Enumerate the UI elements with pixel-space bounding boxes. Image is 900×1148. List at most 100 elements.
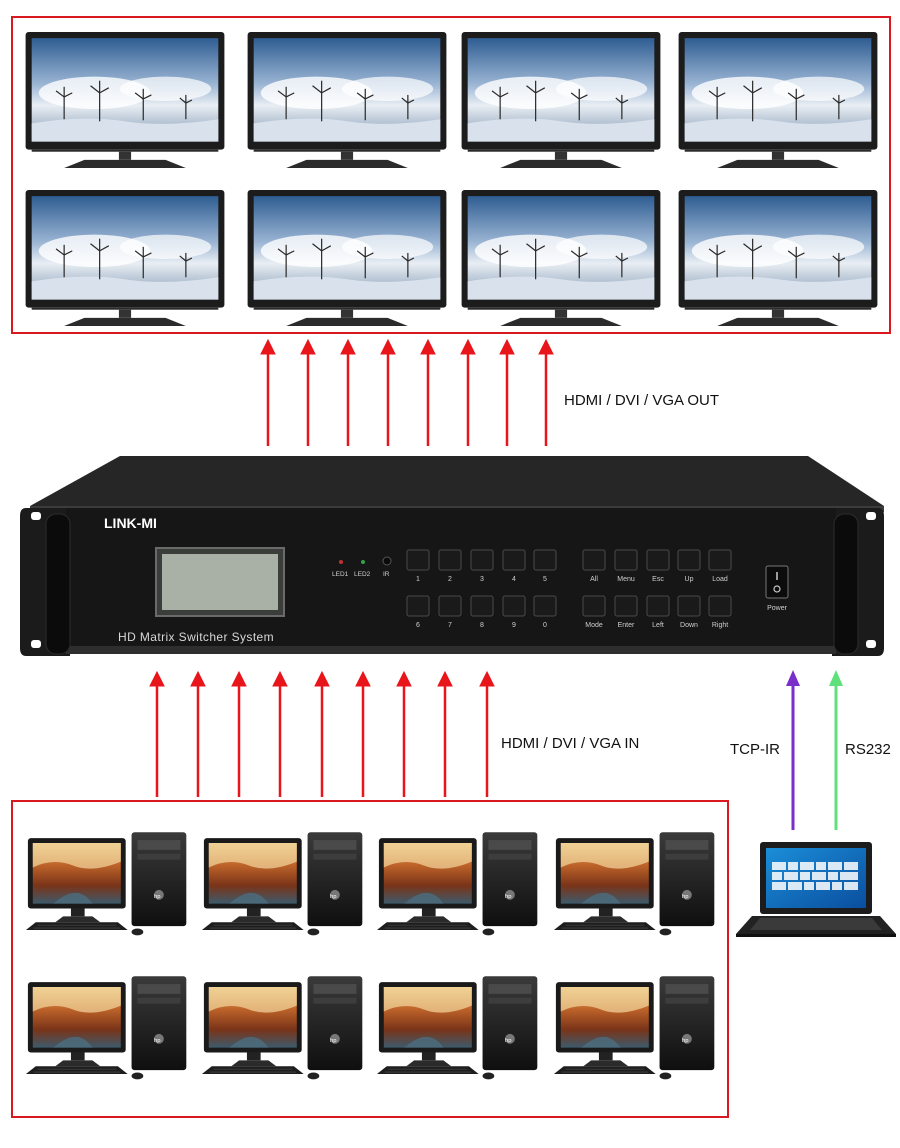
output-arrow <box>300 338 316 446</box>
key-label: 2 <box>448 576 452 583</box>
input-arrow <box>190 670 206 797</box>
key-label: 1 <box>416 576 420 583</box>
input-arrows <box>149 670 495 797</box>
key-9-button[interactable] <box>502 595 526 617</box>
power-off-mark-icon <box>773 585 781 593</box>
key-label: Left <box>652 622 664 629</box>
input-computers <box>25 831 715 1080</box>
key-label: Down <box>680 622 698 629</box>
key-label: Esc <box>652 576 664 583</box>
lcd-screen <box>162 554 278 610</box>
key-2-button[interactable] <box>438 549 462 571</box>
rs232-label: RS232 <box>845 741 891 758</box>
output-monitors <box>24 31 879 327</box>
key-label: 3 <box>480 576 484 583</box>
computer-8 <box>553 975 715 1080</box>
computer-7 <box>376 975 538 1080</box>
menu-button[interactable] <box>614 549 638 571</box>
number-keys-top <box>406 549 557 571</box>
input-signal-label: HDMI / DVI / VGA IN <box>501 735 640 752</box>
device-model-name: HD Matrix Switcher System <box>118 630 274 644</box>
led2-label: LED2 <box>354 571 371 578</box>
ir-label: IR <box>383 571 390 578</box>
matrix-switcher-device: LINK-MI HD Matrix Switcher System LED1 L… <box>20 456 884 656</box>
key-label: All <box>590 576 598 583</box>
key-5-button[interactable] <box>533 549 557 571</box>
key-8-button[interactable] <box>470 595 494 617</box>
power-switch[interactable] <box>765 565 789 599</box>
tcp-ir-arrow <box>786 670 800 830</box>
input-arrow <box>231 670 247 797</box>
number-keys-bottom <box>406 595 557 617</box>
function-keys-bottom <box>582 595 732 617</box>
output-arrow <box>380 338 396 446</box>
key-4-button[interactable] <box>502 549 526 571</box>
monitor-7 <box>460 189 662 327</box>
key-7-button[interactable] <box>438 595 462 617</box>
input-arrow <box>314 670 330 797</box>
output-arrow <box>460 338 476 446</box>
monitor-3 <box>460 31 662 169</box>
key-label: 7 <box>448 622 452 629</box>
down-button[interactable] <box>677 595 701 617</box>
rs232-arrow <box>829 670 843 830</box>
load-button[interactable] <box>708 549 732 571</box>
key-label: Up <box>685 576 694 583</box>
input-arrow <box>272 670 288 797</box>
monitor-1 <box>24 31 226 169</box>
output-arrow <box>420 338 436 446</box>
output-displays-frame <box>11 16 891 334</box>
input-arrow <box>437 670 453 797</box>
output-arrow <box>499 338 515 446</box>
input-arrow <box>479 670 495 797</box>
monitor-6 <box>246 189 448 327</box>
monitor-5 <box>24 189 226 327</box>
monitor-8 <box>677 189 879 327</box>
key-3-button[interactable] <box>470 549 494 571</box>
mode-button[interactable] <box>582 595 606 617</box>
output-arrow <box>538 338 554 446</box>
input-arrow <box>355 670 371 797</box>
key-label: 6 <box>416 622 420 629</box>
key-label: 9 <box>512 622 516 629</box>
esc-button[interactable] <box>646 549 670 571</box>
computer-2 <box>201 831 363 936</box>
key-label: Menu <box>617 576 635 583</box>
output-arrows <box>260 338 554 446</box>
input-arrow <box>396 670 412 797</box>
output-arrow <box>260 338 276 446</box>
monitor-4 <box>677 31 879 169</box>
up-button[interactable] <box>677 549 701 571</box>
brand-logo: LINK-MI <box>104 515 157 531</box>
led2-light <box>361 560 365 564</box>
key-1-button[interactable] <box>406 549 430 571</box>
led1-light <box>339 560 343 564</box>
key-6-button[interactable] <box>406 595 430 617</box>
input-sources-frame <box>11 800 729 1118</box>
power-label: Power <box>767 605 788 612</box>
function-keys-top <box>582 549 732 571</box>
key-0-button[interactable] <box>533 595 557 617</box>
right-button[interactable] <box>708 595 732 617</box>
computer-5 <box>25 975 187 1080</box>
key-label: 4 <box>512 576 516 583</box>
left-button[interactable] <box>646 595 670 617</box>
input-arrow <box>149 670 165 797</box>
output-arrow <box>340 338 356 446</box>
key-label: Right <box>712 622 728 629</box>
control-laptop <box>736 842 896 937</box>
key-label: Load <box>712 576 728 583</box>
output-signal-label: HDMI / DVI / VGA OUT <box>564 392 720 409</box>
computer-1 <box>25 831 187 936</box>
led1-label: LED1 <box>332 571 349 578</box>
computer-4 <box>553 831 715 936</box>
enter-button[interactable] <box>614 595 638 617</box>
key-label: 0 <box>543 622 547 629</box>
computer-6 <box>201 975 363 1080</box>
key-label: 5 <box>543 576 547 583</box>
computer-3 <box>376 831 538 936</box>
all-button[interactable] <box>582 549 606 571</box>
key-label: Enter <box>618 622 635 629</box>
key-label: Mode <box>585 622 603 629</box>
